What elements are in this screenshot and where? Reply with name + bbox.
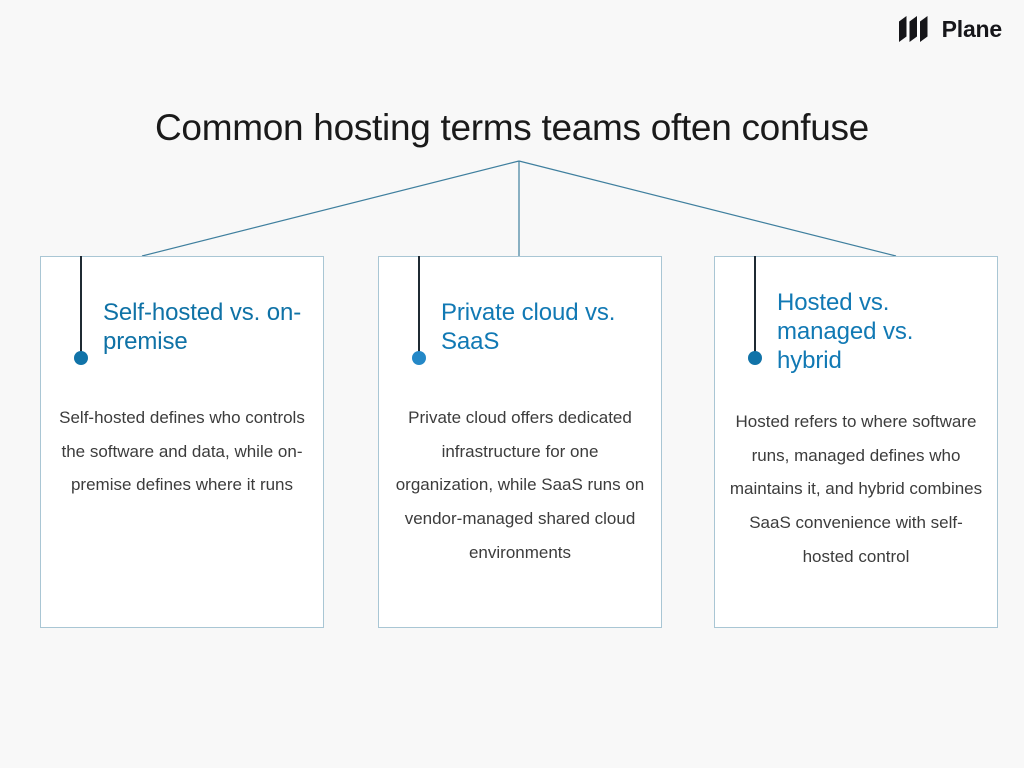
concept-card-private-cloud[interactable]: Private cloud vs. SaaS Private cloud off…: [378, 256, 662, 628]
card-node-dot-icon: [74, 351, 88, 365]
concept-card-hosted-managed-hybrid[interactable]: Hosted vs. managed vs. hybrid Hosted ref…: [714, 256, 998, 628]
card-body-text: Hosted refers to where software runs, ma…: [729, 412, 983, 566]
page-title: Common hosting terms teams often confuse: [155, 106, 869, 148]
card-body-text: Private cloud offers dedicated infrastru…: [395, 408, 645, 562]
card-node-dot-icon: [412, 351, 426, 365]
brand-name: Plane: [941, 15, 1003, 42]
card-body-text: Self-hosted defines who controls the sof…: [59, 408, 305, 495]
card-heading: Private cloud vs. SaaS: [441, 299, 616, 355]
card-stem-line: [754, 256, 756, 358]
brand-logo: Plane: [898, 14, 1003, 44]
card-stem-line: [80, 256, 82, 358]
concept-card-self-hosted[interactable]: Self-hosted vs. on-premise Self-hosted d…: [40, 256, 324, 628]
card-heading: Hosted vs. managed vs. hybrid: [777, 289, 914, 374]
card-heading: Self-hosted vs. on-premise: [103, 299, 302, 355]
card-stem-line: [418, 256, 420, 358]
plane-logo-icon: [898, 16, 928, 42]
card-node-dot-icon: [748, 351, 762, 365]
